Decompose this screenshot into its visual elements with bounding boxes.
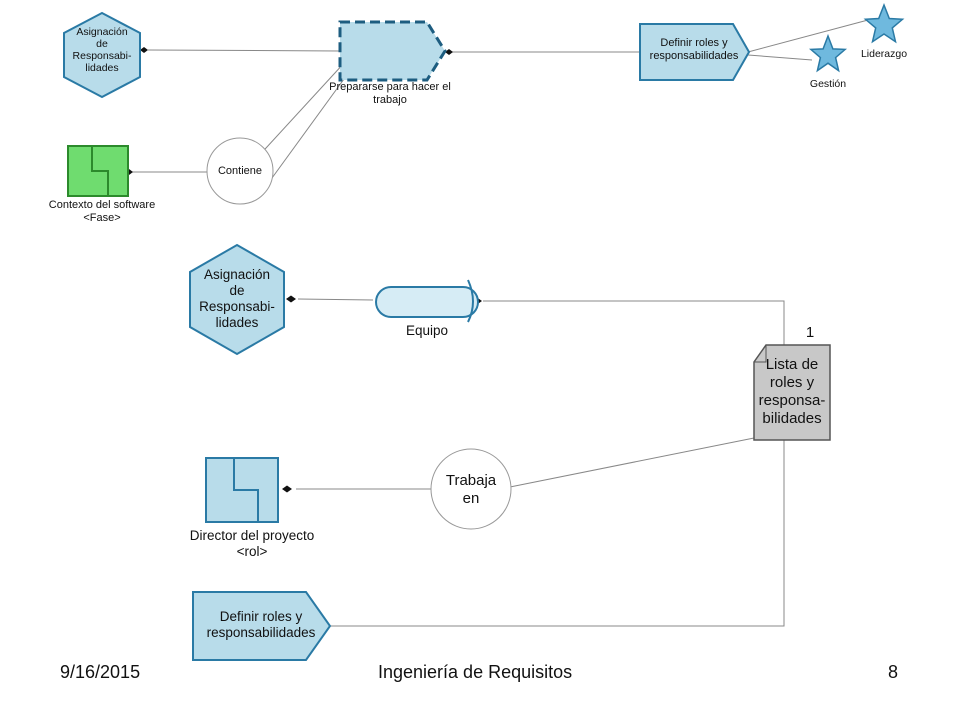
bottom-task-shape[interactable]	[192, 591, 332, 661]
label-line: de	[229, 283, 245, 298]
management-star-label: Gestión	[809, 78, 847, 90]
connector-hex-to-activity	[147, 49, 341, 52]
workproduct-shape[interactable]	[753, 344, 831, 441]
label-line: lidades	[85, 62, 119, 74]
label-line: Definir roles y	[219, 609, 303, 624]
label-line: Responsabi-	[72, 50, 132, 62]
label-line: responsabilidades	[649, 50, 739, 62]
bottom-hexagon-label: Asignación de Responsabi- lidades	[190, 267, 284, 331]
bottom-task-label: Definir roles y responsabilidades	[191, 609, 331, 641]
connector-contiene-to-activity-a	[254, 61, 346, 161]
top-hexagon-shape[interactable]	[63, 11, 141, 99]
team-capsule-shape[interactable]	[375, 286, 479, 318]
footer-date: 9/16/2015	[60, 662, 141, 682]
connector-task-to-leadership	[747, 19, 869, 53]
bottom-hexagon-shape[interactable]	[189, 243, 285, 356]
trabaja-label: Trabaja en	[431, 472, 511, 508]
label-line: <rol>	[236, 544, 268, 559]
workproduct-label: Lista de roles y responsa- bilidades	[752, 356, 832, 428]
label-line: Trabaja	[445, 472, 497, 489]
label-line: Asignación	[203, 267, 271, 282]
connector-hex-to-team	[297, 298, 374, 301]
label-line: en	[462, 490, 480, 507]
team-label: Equipo	[405, 323, 449, 338]
label-line: Asignación	[76, 26, 128, 38]
workproduct-fold-icon	[754, 345, 767, 363]
label-line: lidades	[215, 315, 259, 330]
team-fork-icon	[467, 279, 474, 323]
label-line: trabajo	[373, 94, 407, 106]
leadership-star-icon[interactable]	[863, 2, 905, 44]
label-line: de	[96, 38, 108, 50]
multiplicity-label: 1	[805, 324, 815, 341]
contiene-label: Contiene	[217, 165, 263, 177]
phase-label: Contexto del software <Fase>	[28, 199, 176, 225]
top-task-label: Definir roles y responsabilidades	[638, 37, 750, 63]
label-line: Responsabi-	[199, 299, 275, 314]
top-hexagon-label: Asignación de Responsabi- lidades	[64, 26, 140, 74]
connector-trabaja-to-list	[509, 437, 755, 488]
top-activity-shape[interactable]	[338, 20, 447, 82]
label-line: Lista de	[765, 356, 819, 373]
label-line: roles y	[769, 374, 815, 391]
top-activity-label: Prepararse para hacer el trabajo	[310, 81, 470, 107]
diamond-marker	[140, 47, 148, 53]
diamond-marker	[286, 295, 296, 303]
phase-icon[interactable]	[67, 145, 129, 197]
connector-team-to-list	[483, 300, 785, 345]
contiene-circle[interactable]	[206, 137, 274, 205]
top-connectors	[132, 19, 869, 179]
label-line: Director del proyecto	[189, 528, 315, 543]
label-line: responsa-	[758, 392, 826, 409]
label-line: Definir roles y	[660, 37, 728, 49]
role-label: Director del proyecto <rol>	[172, 528, 332, 560]
connector-contiene-to-activity-b	[271, 67, 353, 179]
label-line: Prepararse para hacer el	[329, 81, 451, 93]
bottom-connectors	[296, 298, 785, 627]
footer-page-number: 8	[888, 662, 899, 682]
top-task-shape[interactable]	[639, 23, 751, 81]
connector-list-to-task	[330, 440, 785, 627]
diamond-marker	[282, 485, 292, 493]
diamond-marker	[445, 49, 453, 55]
label-line: bilidades	[762, 410, 822, 427]
role-icon[interactable]	[205, 457, 279, 523]
management-star-icon[interactable]	[808, 33, 848, 73]
label-line: Contexto del software	[48, 199, 156, 211]
label-line: responsabilidades	[206, 625, 316, 640]
leadership-star-label: Liderazgo	[860, 48, 908, 60]
footer-title: Ingeniería de Requisitos	[378, 662, 573, 682]
trabaja-circle[interactable]	[430, 448, 512, 530]
label-line: <Fase>	[83, 212, 121, 224]
connector-task-to-management	[747, 54, 813, 61]
